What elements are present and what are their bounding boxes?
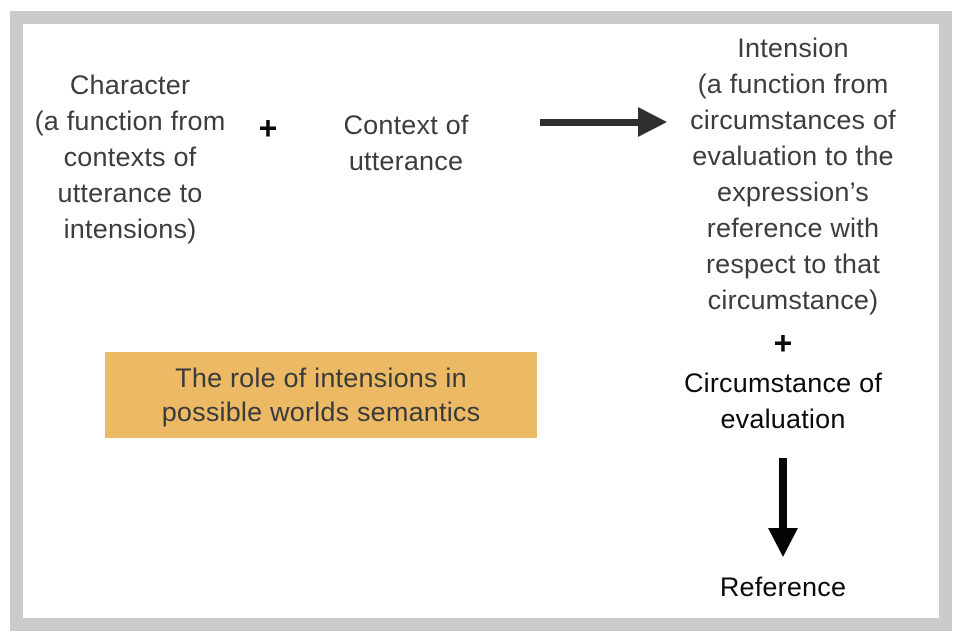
intension-block: Intension (a function from circumstances… [690, 33, 896, 315]
plus-sign-right: + [773, 325, 793, 361]
context-of-utterance-block: Context of utterance [343, 110, 469, 176]
down-arrow-icon [779, 458, 787, 531]
diagram-border [10, 11, 952, 631]
circumstance-of-evaluation-block: Circumstance of evaluation [683, 368, 883, 434]
right-arrow-head-icon [638, 107, 667, 137]
down-arrow-head-icon [768, 528, 798, 557]
right-arrow-icon [540, 119, 641, 126]
reference-label: Reference [719, 572, 847, 602]
highlight-caption-box: The role of intensions in possible world… [105, 352, 537, 438]
plus-sign-left: + [258, 110, 278, 146]
character-block: Character (a function from contexts of u… [34, 70, 226, 244]
